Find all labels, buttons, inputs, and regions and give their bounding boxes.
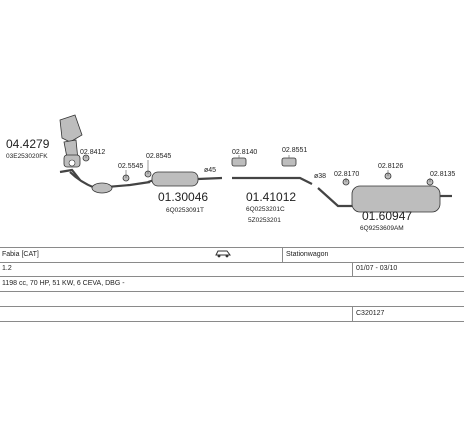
column-divider: [282, 247, 283, 262]
rear-silencer[interactable]: [317, 185, 452, 213]
car-icon: [214, 248, 232, 264]
engine-spec-cell: 1198 cc, 70 HP, 51 KW, 6 CEVA, DBG -: [2, 280, 125, 287]
accessory-number: 02.8545: [146, 153, 171, 160]
part-number: 01.41012: [246, 190, 296, 204]
table-row: 1.2 01/07 - 03/10: [0, 262, 464, 277]
engine-cell: 1.2: [2, 265, 12, 272]
part-number: 04.4279: [6, 137, 50, 151]
catalytic-converter[interactable]: [59, 114, 83, 168]
accessory-number: 02.8126: [378, 163, 403, 170]
accessory-hangers: [82, 154, 434, 186]
model-cell: Fabia [CAT]: [2, 251, 39, 258]
oe-number: 6Q0253201C: [246, 206, 285, 213]
exhaust-diagram: 04.4279 03E253020FK 01.30046 6Q0253091T …: [6, 114, 455, 232]
oe-number: 03E253020FK: [6, 153, 48, 160]
table-row: C320127: [0, 307, 464, 322]
table-row: [0, 292, 464, 307]
front-pipe[interactable]: [59, 168, 151, 194]
oe-number: 5Z0253201: [248, 217, 281, 224]
table-row: 1198 cc, 70 HP, 51 KW, 6 CEVA, DBG -: [0, 277, 464, 292]
years-cell: 01/07 - 03/10: [356, 265, 398, 272]
diagram-code-cell: C320127: [356, 310, 385, 317]
column-divider: [352, 307, 353, 322]
body-type-cell: Stationwagon: [286, 251, 329, 258]
centre-pipe[interactable]: [232, 176, 313, 185]
pipe-diameter: ø45: [204, 167, 216, 174]
pipe-diameter: ø38: [314, 173, 326, 180]
oe-number: 6Q9253609AM: [360, 225, 404, 232]
oe-number: 6Q0253091T: [166, 207, 204, 214]
accessory-number: 02.8140: [232, 149, 257, 156]
part-number: 01.30046: [158, 190, 208, 204]
accessory-number: 02.8551: [282, 147, 307, 154]
accessory-number: 02.8135: [430, 171, 455, 178]
accessory-number: 02.8412: [80, 149, 105, 156]
front-silencer[interactable]: [147, 171, 223, 187]
accessory-number: 02.5545: [118, 163, 143, 170]
column-divider: [352, 262, 353, 277]
part-number: 01.60947: [362, 209, 412, 223]
leader-lines: [85, 155, 431, 182]
table-row: Fabia [CAT] Stationwagon: [0, 247, 464, 263]
accessory-number: 02.8170: [334, 171, 359, 178]
